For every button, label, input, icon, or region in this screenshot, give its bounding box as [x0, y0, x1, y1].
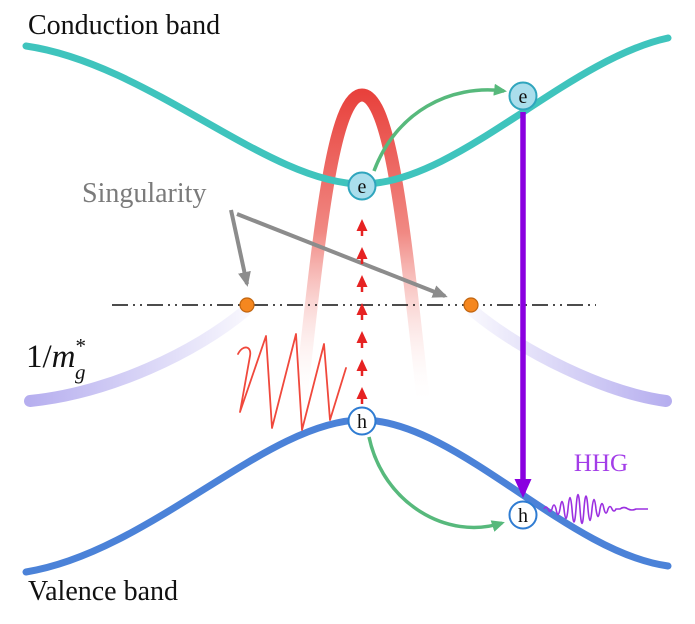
- hole-label: h: [518, 505, 528, 527]
- hhg-emission-wave: [543, 493, 648, 525]
- hhg-label: HHG: [574, 450, 628, 477]
- laser-pulse-icon: [237, 333, 347, 431]
- electron-label: e: [519, 86, 528, 108]
- negative-mass-curve-left: [24, 305, 251, 407]
- electron-circle: [347, 171, 377, 201]
- inverse-mass-numerator: 1/: [26, 339, 53, 375]
- singularity-pointer-left-arrow: [229, 209, 251, 287]
- hole-label: h: [357, 411, 367, 433]
- inverse-mass-variable: m: [52, 339, 76, 375]
- singularity-pointer-right-arrow: [236, 212, 448, 298]
- hole-marker-center: h: [347, 406, 377, 436]
- hole-circle: [347, 406, 377, 436]
- singularity-dot-right: [463, 297, 479, 313]
- electron-circle: [508, 81, 538, 111]
- electron-marker-center: e: [347, 171, 377, 201]
- conduction-band-label: Conduction band: [28, 10, 220, 41]
- hole-transport-arrow: [367, 436, 505, 532]
- inverse-mass-subscript: g: [75, 360, 86, 384]
- singularity-curve: [294, 88, 430, 405]
- negative-mass-curve-right: [467, 305, 672, 407]
- electron-marker-right: e: [508, 81, 538, 111]
- electron-label: e: [358, 176, 367, 198]
- valence-band-label: Valence band: [28, 576, 178, 607]
- singularity-label: Singularity: [82, 178, 206, 209]
- inverse-mass-label: 1/m*g: [26, 334, 86, 384]
- electron-transport-arrow: [372, 83, 507, 172]
- hole-circle: [508, 500, 538, 530]
- singularity-dot-left: [239, 297, 255, 313]
- valence-band-curve: [22, 416, 672, 576]
- inverse-mass-superscript: *: [76, 334, 87, 358]
- hole-marker-right: h: [508, 500, 538, 530]
